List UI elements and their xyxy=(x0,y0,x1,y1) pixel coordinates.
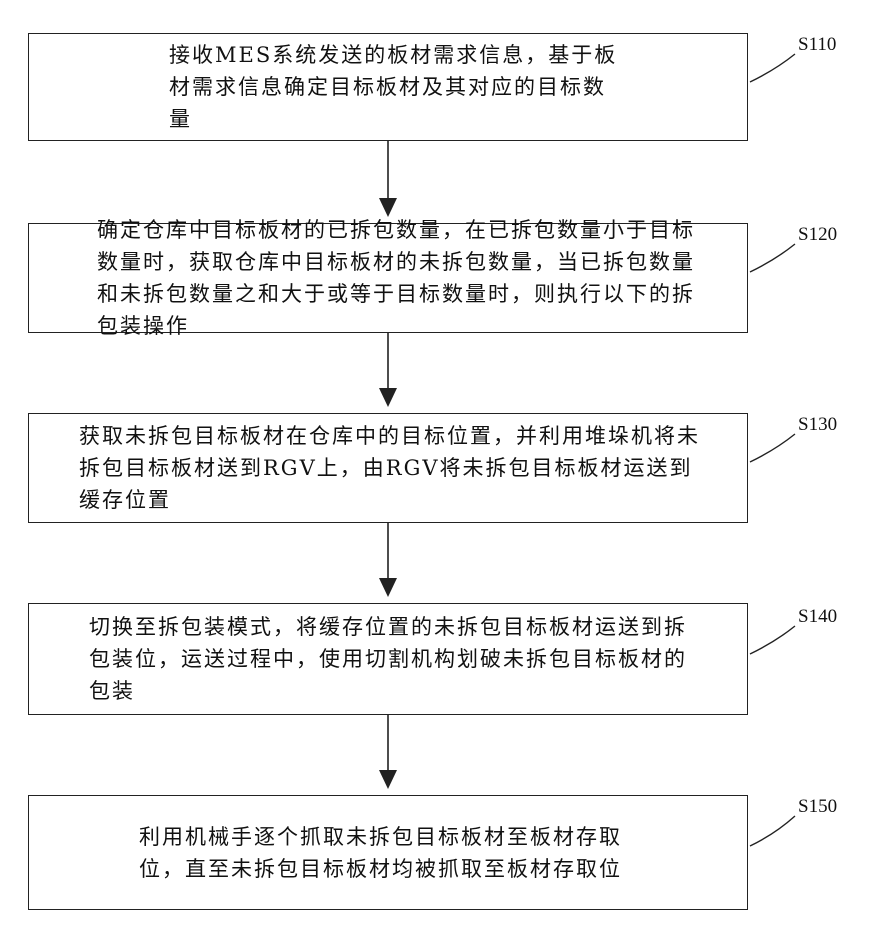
flow-arrow-4 xyxy=(379,715,397,789)
flow-arrow-1 xyxy=(379,141,397,217)
step-box-s130: 获取未拆包目标板材在仓库中的目标位置，并利用堆垛机将未拆包目标板材送到RGV上，… xyxy=(28,413,748,523)
step-box-s110: 接收MES系统发送的板材需求信息，基于板材需求信息确定目标板材及其对应的目标数量 xyxy=(28,33,748,141)
leader-line-s110 xyxy=(750,54,795,82)
step-text-s140: 切换至拆包装模式，将缓存位置的未拆包目标板材运送到拆包装位，运送过程中，使用切割… xyxy=(89,611,707,707)
step-text-s120: 确定仓库中目标板材的已拆包数量，在已拆包数量小于目标数量时，获取仓库中目标板材的… xyxy=(97,214,707,342)
step-label-s150: S150 xyxy=(798,796,837,818)
step-box-s140: 切换至拆包装模式，将缓存位置的未拆包目标板材运送到拆包装位，运送过程中，使用切割… xyxy=(28,603,748,715)
step-label-s110: S110 xyxy=(798,34,836,56)
step-text-s130: 获取未拆包目标板材在仓库中的目标位置，并利用堆垛机将未拆包目标板材送到RGV上，… xyxy=(79,420,707,516)
flow-arrow-3 xyxy=(379,523,397,597)
step-text-s150: 利用机械手逐个抓取未拆包目标板材至板材存取位，直至未拆包目标板材均被抓取至板材存… xyxy=(139,821,627,885)
step-box-s150: 利用机械手逐个抓取未拆包目标板材至板材存取位，直至未拆包目标板材均被抓取至板材存… xyxy=(28,795,748,910)
leader-line-s120 xyxy=(750,244,795,272)
step-box-s120: 确定仓库中目标板材的已拆包数量，在已拆包数量小于目标数量时，获取仓库中目标板材的… xyxy=(28,223,748,333)
step-label-s140: S140 xyxy=(798,606,837,628)
flow-arrow-2 xyxy=(379,333,397,407)
leader-line-s130 xyxy=(750,434,795,462)
step-label-s130: S130 xyxy=(798,414,837,436)
step-text-s110: 接收MES系统发送的板材需求信息，基于板材需求信息确定目标板材及其对应的目标数量 xyxy=(169,39,627,135)
step-label-s120: S120 xyxy=(798,224,837,246)
leader-line-s140 xyxy=(750,626,795,654)
leader-line-s150 xyxy=(750,816,795,846)
